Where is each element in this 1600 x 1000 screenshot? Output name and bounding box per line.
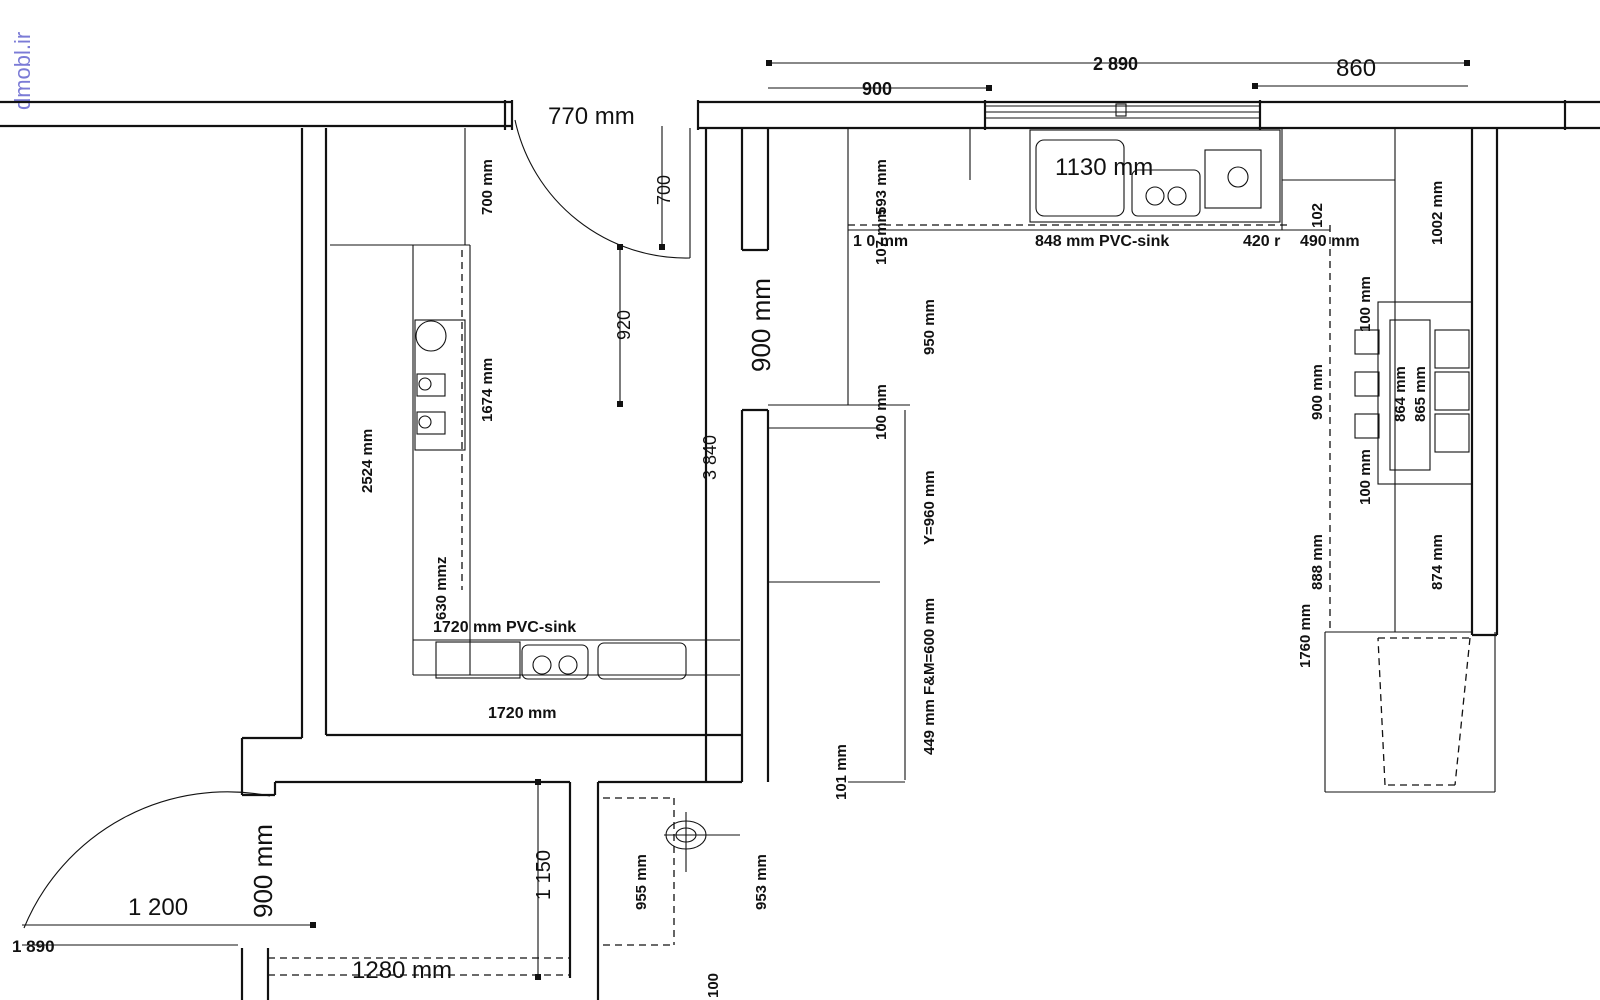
dim-955: 955 mm	[633, 854, 650, 910]
label-top-sink: 848 mm PVC-sink	[1035, 233, 1169, 250]
dim-top-860: 860	[1336, 55, 1376, 82]
dim-fm600: F&M=600 mm	[921, 598, 938, 695]
dim-107: 107 mm	[873, 209, 890, 265]
dim-630: 630 mmz	[433, 557, 450, 620]
dim-864: 864 mm	[1392, 366, 1409, 422]
dim-490: 490 mm	[1300, 233, 1360, 250]
dim-950: 950 mm	[921, 299, 938, 355]
dim-1720: 1720 mm	[488, 705, 557, 722]
dim-1002: 1002 mm	[1429, 181, 1446, 245]
dim-1280: 1280 mm	[352, 957, 452, 984]
dim-1150: 1 150	[533, 850, 555, 900]
dim-953: 953 mm	[753, 854, 770, 910]
dim-920: 920	[614, 310, 634, 340]
dim-449: 449 mm	[921, 699, 938, 755]
left-sink	[435, 641, 687, 680]
dim-420: 420 r	[1243, 233, 1280, 250]
toilet-fixture	[664, 812, 740, 872]
label-left-sink: 1720 mm PVC-sink	[433, 619, 576, 636]
top-wall-right	[696, 100, 1600, 130]
dim-1890: 1 890	[12, 937, 55, 956]
dim-865: 865 mm	[1412, 366, 1429, 422]
top-door-swing	[514, 119, 691, 259]
dim-10mm: 1 0 mm	[853, 233, 908, 250]
dim-888: 888 mm	[1309, 534, 1326, 590]
right-wall	[1324, 128, 1499, 793]
dim-100-bottom: 100	[705, 973, 722, 998]
dimension-labels: 2 890 860 900 770 mm 1130 mm 1720 mm 172…	[12, 54, 1446, 998]
dim-900-bottom-left: 900 mm	[248, 824, 278, 918]
dim-900-mid: 900 mm	[746, 278, 776, 372]
dim-100-r2: 100 mm	[1357, 449, 1374, 505]
dim-1130: 1130 mm	[1055, 154, 1153, 181]
dim-top-900: 900	[862, 79, 892, 99]
top-counter	[847, 128, 1395, 405]
left-counter	[330, 128, 740, 676]
right-hob	[1354, 301, 1473, 485]
dim-3840: 3 840	[700, 435, 720, 480]
dim-700: 700	[654, 175, 674, 205]
dim-1674: 1674 mm	[479, 358, 496, 422]
dim-1200: 1 200	[128, 894, 188, 921]
dim-1760: 1760 mm	[1297, 604, 1314, 668]
dim-101: 101 mm	[833, 744, 850, 800]
bathroom-outline	[240, 797, 675, 1000]
left-hob	[414, 319, 466, 451]
dim-top-total: 2 890	[1093, 54, 1138, 74]
dim-593: 593 mm	[873, 159, 890, 215]
dim-100-r1: 100 mm	[1357, 276, 1374, 332]
dim-102: 102	[1309, 203, 1326, 228]
left-wall	[240, 128, 742, 1000]
dim-100-a: 100 mm	[873, 384, 890, 440]
dim-874: 874 mm	[1429, 534, 1446, 590]
top-wall-left	[0, 100, 514, 130]
dim-y960: Y=960 mm	[921, 470, 938, 545]
dimension-lines	[22, 60, 1470, 980]
top-sink	[1029, 129, 1281, 223]
dim-700mm: 700 mm	[479, 159, 496, 215]
watermark: dmobl.ir	[10, 32, 35, 110]
dim-door-770: 770 mm	[548, 103, 635, 130]
dim-900-r: 900 mm	[1309, 364, 1326, 420]
dim-2524: 2524 mm	[359, 429, 376, 493]
bottom-left-door-swing	[23, 791, 271, 929]
